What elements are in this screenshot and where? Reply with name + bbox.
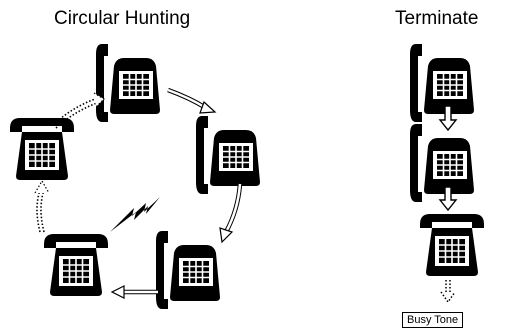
phone-left-icon bbox=[9, 117, 75, 181]
terminate-title: Terminate bbox=[395, 8, 479, 29]
phone-top-icon bbox=[95, 43, 161, 123]
circular-hunting-title: Circular Hunting bbox=[54, 8, 191, 29]
phone-bottom-left-icon bbox=[43, 233, 109, 297]
dotted-arrows bbox=[36, 97, 101, 233]
terminate-phone-1-icon bbox=[409, 43, 475, 123]
phone-right-icon bbox=[195, 115, 261, 195]
phone-bottom-right-icon bbox=[155, 230, 221, 310]
terminate-phone-3-icon bbox=[419, 213, 485, 277]
terminate-phone-2-icon bbox=[409, 123, 475, 203]
busy-dotted-arrow bbox=[440, 280, 456, 304]
terminate-arrows bbox=[438, 105, 458, 212]
busy-tone-label: Busy Tone bbox=[402, 312, 464, 328]
lightning-icon bbox=[110, 197, 160, 232]
hunt-arrows bbox=[110, 87, 243, 299]
